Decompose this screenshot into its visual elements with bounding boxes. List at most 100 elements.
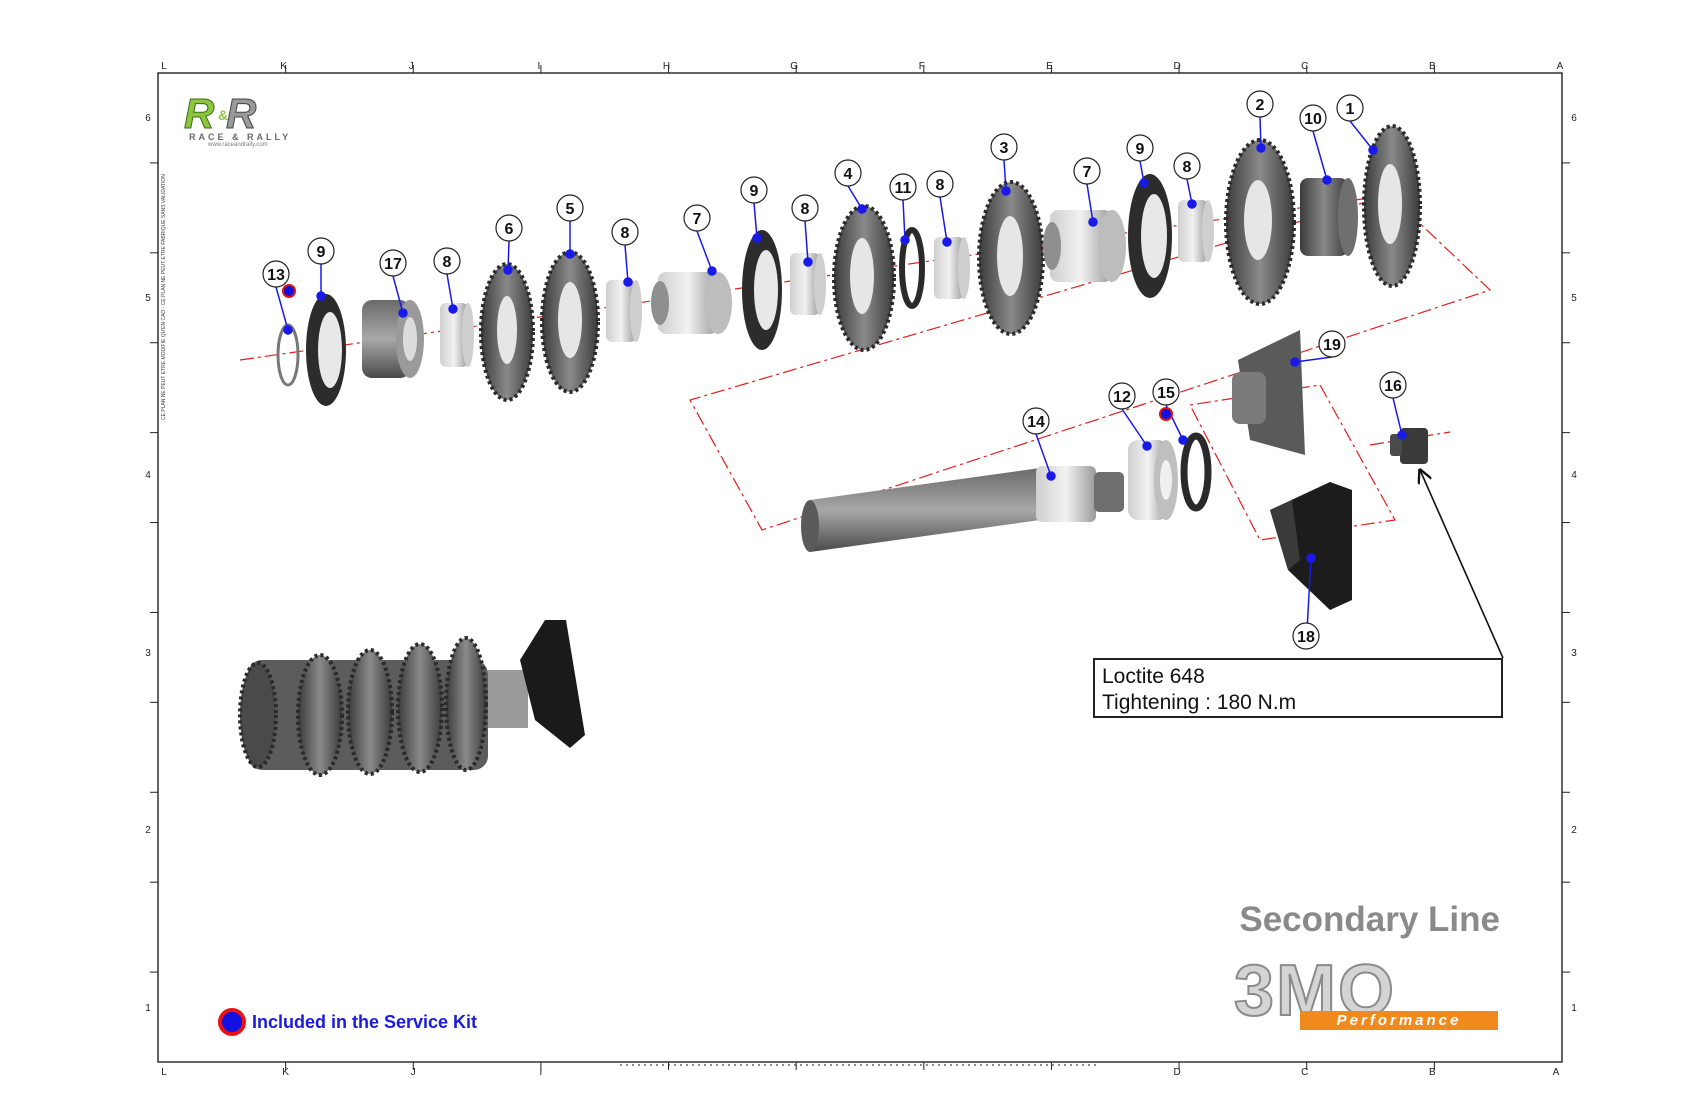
- part-nut-16: [1390, 428, 1428, 464]
- callout-17: 17: [379, 249, 407, 277]
- callout-circle-18: [1292, 622, 1320, 650]
- rr-logo: R R &: [184, 90, 258, 138]
- callout-8: 8: [926, 170, 954, 198]
- callout-9: 9: [740, 176, 768, 204]
- leader-17: [392, 275, 404, 314]
- leader-8: [446, 273, 454, 310]
- callout-7: 7: [683, 204, 711, 232]
- callout-circle-16: [1379, 371, 1407, 399]
- callout-number-19: 19: [1323, 337, 1341, 354]
- zone-row-right-2: 2: [1571, 825, 1577, 836]
- callout-number-14: 14: [1027, 414, 1045, 431]
- leader-dot-13: [283, 325, 293, 335]
- callout-number-1: 1: [1346, 101, 1355, 118]
- part-gear-6: [479, 262, 535, 402]
- tightening-note: Loctite 648 Tightening : 180 N.m: [1093, 658, 1503, 718]
- callout-number-15: 15: [1157, 385, 1175, 402]
- leader-dot-9: [1139, 178, 1149, 188]
- callout-circle-14: [1022, 407, 1050, 435]
- leader-7: [696, 230, 713, 272]
- callout-3: 3: [990, 133, 1018, 161]
- part-needle-bearing-8c: [790, 253, 826, 315]
- part-gear-3: [977, 180, 1045, 336]
- callout-13: 13: [262, 260, 290, 288]
- callout-9: 9: [1126, 134, 1154, 162]
- service-kit-markers: [282, 284, 1173, 421]
- callout-10: 10: [1299, 104, 1327, 132]
- zone-col-top-C: C: [1301, 61, 1308, 72]
- leader-dot-4: [857, 204, 867, 214]
- part-ring-11: [899, 227, 925, 309]
- zone-row-right-5: 5: [1571, 293, 1577, 304]
- part-synchro-ring-9a: [306, 294, 346, 406]
- part-gear-1: [1362, 124, 1422, 288]
- callout-9: 9: [307, 237, 335, 265]
- leader-14: [1035, 433, 1052, 477]
- leader-19: [1294, 356, 1333, 363]
- part-needle-bearing-8a: [440, 303, 474, 367]
- part-bearing-10: [1300, 178, 1358, 256]
- callout-number-18: 18: [1297, 629, 1315, 646]
- zone-row-left-3: 3: [145, 648, 151, 659]
- callout-circle-9: [740, 176, 768, 204]
- brand-sub: Performance: [1300, 1011, 1498, 1030]
- callout-circle-12: [1108, 382, 1136, 410]
- zone-row-left-2: 2: [145, 825, 151, 836]
- leader-dot-8: [1187, 199, 1197, 209]
- leader-dot-18: [1306, 553, 1316, 563]
- callout-circle-8: [433, 247, 461, 275]
- leader-dot-8: [942, 237, 952, 247]
- callout-4: 4: [834, 159, 862, 187]
- callout-number-9: 9: [317, 244, 326, 261]
- callout-circle-10: [1299, 104, 1327, 132]
- callout-7: 7: [1073, 157, 1101, 185]
- leader-13: [275, 286, 289, 331]
- leader-dot-19: [1290, 357, 1300, 367]
- leader-dot-7: [707, 266, 717, 276]
- service-kit-dot-icon: [218, 1008, 246, 1036]
- callout-number-4: 4: [844, 166, 853, 183]
- callout-circle-17: [379, 249, 407, 277]
- callout-circle-19: [1318, 330, 1346, 358]
- callout-number-8: 8: [443, 254, 452, 271]
- leader-dot-12: [1142, 441, 1152, 451]
- part-gear-4: [832, 204, 896, 352]
- note-line-2: Tightening : 180 N.m: [1102, 691, 1297, 714]
- callout-number-9: 9: [1136, 141, 1145, 158]
- leader-dot-8: [623, 277, 633, 287]
- zone-row-right-3: 3: [1571, 648, 1577, 659]
- callout-number-8: 8: [801, 201, 810, 218]
- rr-url: www.raceandrally.com: [208, 142, 268, 148]
- note-line-1: Loctite 648: [1102, 665, 1205, 688]
- zone-col-top-A: A: [1557, 61, 1564, 72]
- part-cup-18: [1270, 482, 1352, 610]
- zone-row-left-4: 4: [145, 470, 151, 481]
- callout-number-5: 5: [566, 201, 575, 218]
- leader-8: [804, 220, 809, 263]
- part-seal-15: [1180, 432, 1212, 512]
- leader-dot-8: [803, 257, 813, 267]
- zone-col-top-G: G: [790, 61, 798, 72]
- leader-8: [939, 196, 948, 243]
- callout-6: 6: [495, 214, 523, 242]
- callout-circle-11: [889, 173, 917, 201]
- leader-2: [1259, 116, 1262, 149]
- legend-label: Included in the Service Kit: [252, 1011, 478, 1032]
- callout-number-3: 3: [1000, 140, 1009, 157]
- leader-dot-3: [1001, 186, 1011, 196]
- leader-1: [1349, 120, 1374, 151]
- callout-14: 14: [1022, 407, 1050, 435]
- part-circlip-13: [276, 323, 300, 387]
- callout-8: 8: [433, 247, 461, 275]
- part-hub-17: [362, 300, 424, 378]
- leader-dot-9: [316, 291, 326, 301]
- callout-circle-7: [683, 204, 711, 232]
- leader-3: [1003, 159, 1007, 192]
- part-bearing-12: [1128, 440, 1178, 520]
- leader-dot-17: [398, 308, 408, 318]
- note-arrow: [1420, 470, 1504, 659]
- callout-circle-8: [791, 194, 819, 222]
- zone-col-bottom-A: A: [1553, 1067, 1560, 1078]
- zone-col-bottom-B: B: [1429, 1067, 1436, 1078]
